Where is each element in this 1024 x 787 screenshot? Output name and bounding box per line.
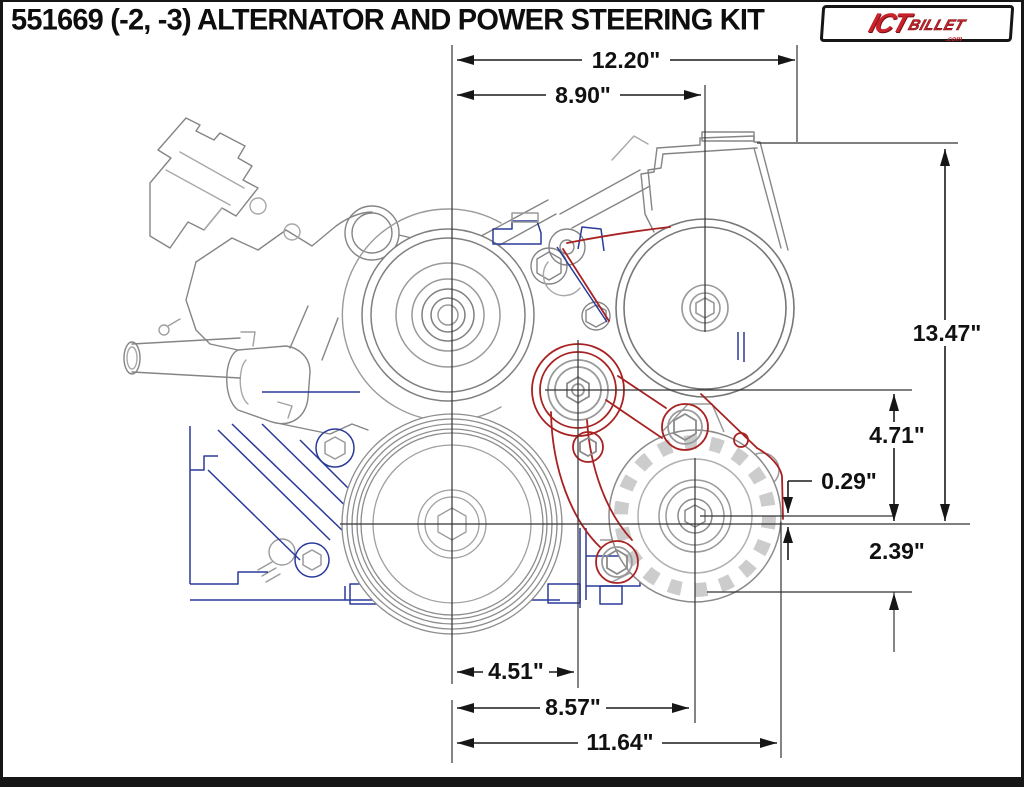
page-title: 551669 (-2, -3) ALTERNATOR AND POWER STE… <box>11 4 765 37</box>
dimension-label: 8.90" <box>555 82 611 108</box>
dimension-label: 4.71" <box>869 422 925 448</box>
kit-bracket-and-idler <box>531 226 784 584</box>
water-pump-pulley <box>361 228 535 402</box>
dimension-label: 12.20" <box>592 47 660 73</box>
waterpump-fitting-stack <box>149 117 259 249</box>
dimension-label: 2.39" <box>869 538 925 564</box>
thermostat-housing <box>123 305 369 435</box>
technical-drawing-svg: 12.20" 8.90" 13.47" 4.71" 0.29" 2.39" 4.… <box>123 45 992 763</box>
dimension-label: 13.47" <box>913 320 981 346</box>
dimension-label: 8.57" <box>545 694 601 720</box>
kit-bolt-lower <box>595 540 639 584</box>
ps-reservoir-bracket <box>611 131 789 251</box>
extension-lines <box>340 45 970 763</box>
kit-bolt-upper <box>661 403 709 451</box>
dimension-arrows <box>457 55 950 748</box>
bracket-hole <box>733 432 749 448</box>
dimension-label: 4.51" <box>488 658 544 684</box>
dimension-label: 11.64" <box>586 729 653 755</box>
kit-bolt-mid <box>572 431 604 463</box>
block-sensor <box>257 538 296 583</box>
upper-bracket-arm <box>469 169 651 331</box>
dimension-layer: 12.20" 8.90" 13.47" 4.71" 0.29" 2.39" 4.… <box>340 45 992 763</box>
dimension-label-backers <box>483 47 992 755</box>
dimension-label: 0.29" <box>821 468 877 494</box>
